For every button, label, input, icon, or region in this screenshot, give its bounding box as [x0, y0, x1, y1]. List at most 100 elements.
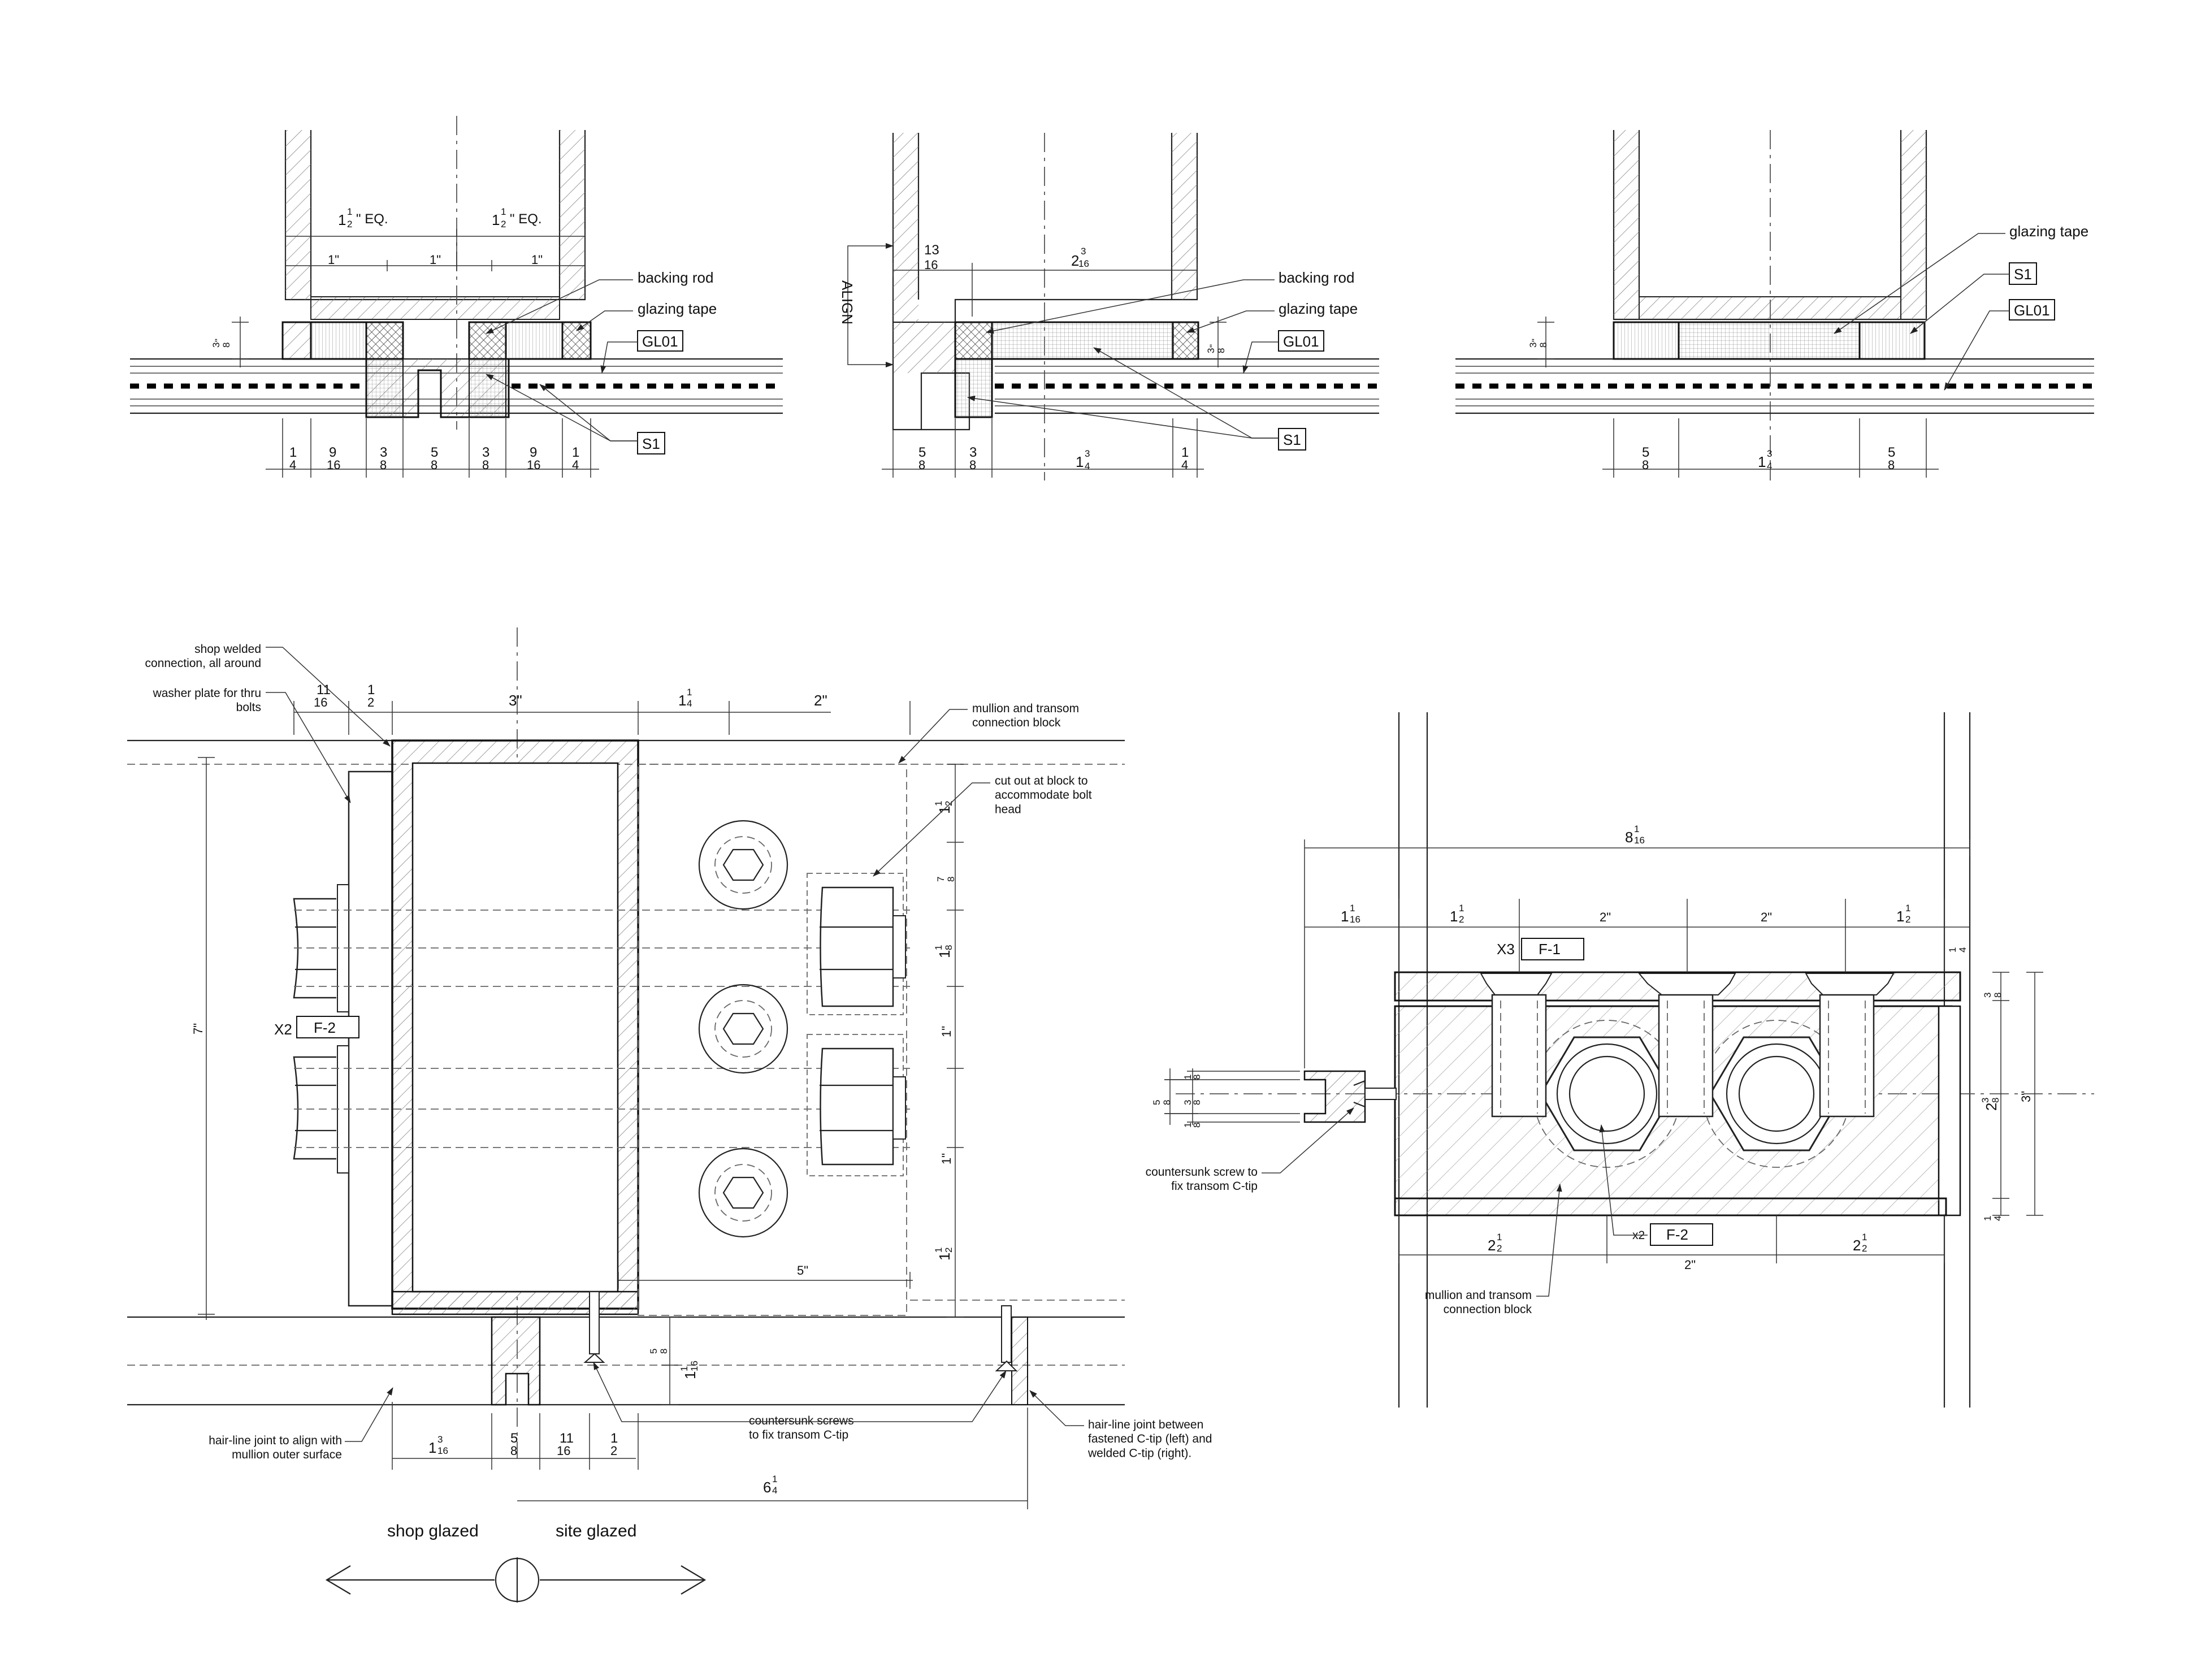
svg-text:4: 4 — [1085, 461, 1090, 471]
svg-text:16: 16 — [527, 458, 540, 472]
svg-text:8: 8 — [1191, 1123, 1202, 1128]
svg-text:1: 1 — [682, 1371, 699, 1379]
svg-text:2": 2" — [1600, 910, 1611, 924]
svg-text:1": 1" — [939, 1026, 954, 1037]
svg-text:1: 1 — [347, 206, 352, 217]
svg-text:8: 8 — [1992, 993, 2003, 998]
svg-text:1: 1 — [936, 1253, 953, 1261]
svg-text:3: 3 — [1085, 448, 1090, 459]
svg-text:4: 4 — [289, 458, 296, 472]
svg-text:16: 16 — [437, 1445, 448, 1456]
dim-1a: 1" — [328, 253, 339, 267]
dim-1c: 1" — [531, 253, 543, 267]
svg-text:8: 8 — [510, 1444, 517, 1458]
svg-text:2: 2 — [1983, 1103, 2000, 1111]
svg-text:8: 8 — [946, 877, 956, 882]
svg-text:": " — [1208, 344, 1219, 348]
dims-bottom-br: 2 1 2 2" 2 1 2 — [1488, 1232, 1867, 1272]
svg-text:1: 1 — [933, 801, 944, 806]
svg-text:1: 1 — [933, 1248, 944, 1253]
svg-text:8: 8 — [1216, 348, 1227, 353]
svg-text:": " — [213, 339, 224, 342]
svg-text:8: 8 — [482, 458, 489, 472]
svg-text:2": 2" — [1684, 1258, 1696, 1272]
svg-text:5: 5 — [1151, 1100, 1162, 1105]
svg-text:9: 9 — [530, 445, 537, 460]
svg-text:1: 1 — [1634, 824, 1639, 834]
svg-text:1: 1 — [1181, 445, 1189, 460]
label-align: ALIGN — [839, 280, 856, 324]
svg-text:3: 3 — [482, 445, 489, 460]
svg-text:8: 8 — [1888, 458, 1895, 472]
label-backing-rod: backing rod — [638, 269, 713, 286]
svg-text:5: 5 — [648, 1349, 659, 1354]
svg-text:8: 8 — [1191, 1100, 1202, 1105]
dim-5in: 5" — [797, 1263, 808, 1278]
dim-side-tr: 3 8 " — [1528, 339, 1549, 348]
svg-text:1: 1 — [572, 445, 579, 460]
svg-text:2: 2 — [943, 1248, 954, 1253]
svg-text:3: 3 — [380, 445, 387, 460]
svg-text:1: 1 — [679, 1366, 690, 1371]
svg-text:8: 8 — [969, 458, 976, 472]
svg-text:1: 1 — [428, 1439, 436, 1456]
svg-text:4: 4 — [1767, 461, 1772, 471]
svg-text:1: 1 — [492, 211, 500, 228]
svg-text:1: 1 — [772, 1474, 777, 1484]
svg-text:1: 1 — [338, 211, 346, 228]
svg-text:2: 2 — [501, 219, 506, 230]
svg-text:1: 1 — [367, 682, 375, 698]
svg-text:2": 2" — [1761, 910, 1772, 924]
svg-text:": " — [1530, 339, 1541, 342]
svg-text:" EQ.: " EQ. — [356, 211, 388, 227]
svg-text:1: 1 — [1497, 1232, 1502, 1242]
svg-text:5: 5 — [431, 445, 438, 460]
glazing-direction-symbol — [325, 1557, 707, 1603]
svg-text:1: 1 — [1182, 1123, 1193, 1128]
svg-text:4: 4 — [687, 698, 692, 709]
dim-overall-br: 8 1 16 — [1625, 824, 1645, 846]
svg-text:4: 4 — [1957, 947, 1968, 952]
svg-text:8: 8 — [943, 945, 954, 950]
svg-text:16: 16 — [689, 1361, 700, 1371]
dims-top-bl: 11 16 1 2 3" 1 1 4 2" — [314, 682, 827, 709]
svg-text:2: 2 — [610, 1444, 617, 1458]
label-backing-rod-2: backing rod — [1279, 269, 1354, 286]
dim-total-6-1-4: 6 1 4 — [763, 1474, 777, 1496]
svg-text:2: 2 — [1488, 1237, 1496, 1254]
svg-text:1: 1 — [1758, 453, 1766, 470]
washer-circles — [698, 820, 788, 1238]
svg-text:1: 1 — [1076, 453, 1084, 470]
detail-top-middle: ALIGN 13 16 2 3 16 3 8 " 5 8 3 8 1 3 4 1… — [839, 133, 1379, 480]
svg-text:16: 16 — [327, 458, 340, 472]
svg-text:5: 5 — [510, 1431, 518, 1446]
bolt-right-lower — [807, 1034, 906, 1176]
svg-text:3: 3 — [1206, 348, 1216, 353]
svg-text:1: 1 — [1450, 908, 1458, 925]
tag-s1-2: S1 — [1283, 431, 1301, 448]
svg-text:3: 3 — [969, 445, 977, 460]
dim-side-3-8: 3 8 " — [211, 339, 232, 348]
tag-gl01-2: GL01 — [1283, 333, 1319, 350]
svg-text:1": 1" — [939, 1153, 954, 1164]
svg-text:3: 3 — [1982, 993, 1993, 998]
svg-text:3: 3 — [1081, 246, 1086, 257]
svg-text:3": 3" — [509, 692, 522, 709]
svg-text:3: 3 — [211, 343, 222, 348]
